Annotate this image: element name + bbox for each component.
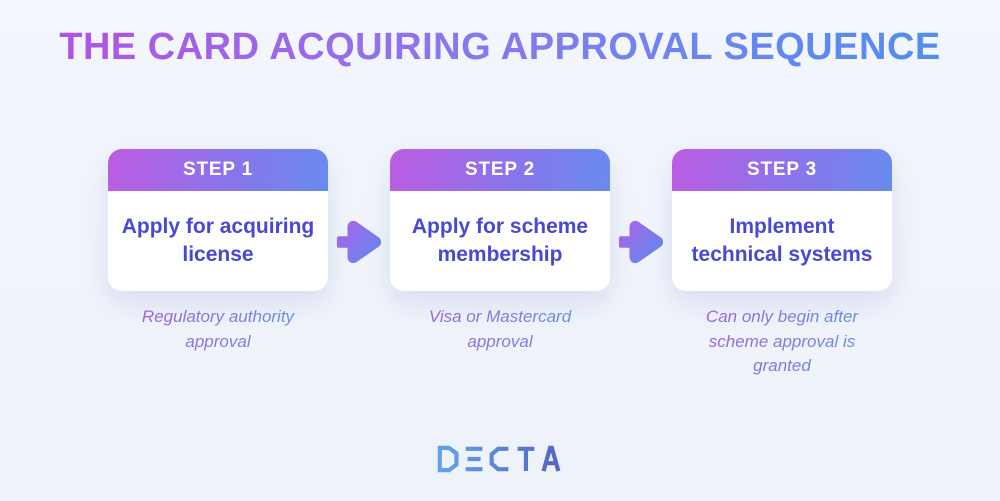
decta-logo: DECTA <box>0 445 1000 473</box>
step-1-heading: Apply for acquiring license <box>121 214 315 266</box>
step-2-heading: Apply for scheme membership <box>411 214 589 266</box>
step-3-body: Implement technical systems <box>672 191 892 291</box>
arrow-gap-1 <box>328 215 390 269</box>
step-1: STEP 1 Apply for acquiring license Regul… <box>108 149 328 354</box>
step-3-badge: STEP 3 <box>672 149 892 191</box>
step-3-card: STEP 3 Implement technical systems <box>672 149 892 291</box>
step-2: STEP 2 Apply for scheme membership Visa … <box>390 149 610 354</box>
step-2-body: Apply for scheme membership <box>390 191 610 291</box>
step-3-heading: Implement technical systems <box>691 214 873 266</box>
steps-row: STEP 1 Apply for acquiring license Regul… <box>0 149 1000 379</box>
step-2-caption: Visa or Mastercard approval <box>403 305 598 354</box>
arrow-right-icon <box>618 220 664 264</box>
step-1-badge: STEP 1 <box>108 149 328 191</box>
step-1-caption: Regulatory authority approval <box>121 305 316 354</box>
step-2-card: STEP 2 Apply for scheme membership <box>390 149 610 291</box>
decta-logo-icon <box>437 445 561 473</box>
step-1-card: STEP 1 Apply for acquiring license <box>108 149 328 291</box>
step-3-caption: Can only begin after scheme approval is … <box>685 305 880 379</box>
arrow-right-icon <box>336 220 382 264</box>
step-3: STEP 3 Implement technical systems Can o… <box>672 149 892 379</box>
step-2-badge: STEP 2 <box>390 149 610 191</box>
step-1-body: Apply for acquiring license <box>108 191 328 291</box>
page-title: THE CARD ACQUIRING APPROVAL SEQUENCE <box>0 0 1000 69</box>
arrow-gap-2 <box>610 215 672 269</box>
